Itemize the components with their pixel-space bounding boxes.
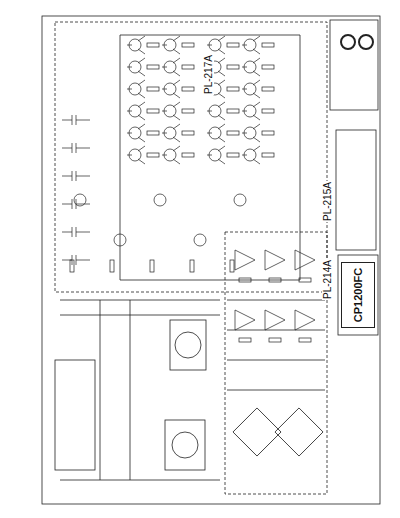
capacitor-symbol (62, 227, 90, 237)
bridge-rectifier (275, 408, 323, 456)
board-label: PL-215A (322, 181, 333, 222)
opamp-symbol (265, 310, 285, 330)
resistor-symbol (182, 65, 194, 69)
wire (242, 36, 260, 54)
capacitor-symbol (62, 171, 90, 181)
resistor-symbol (269, 278, 281, 282)
board-label: PL-214A (322, 259, 333, 300)
resistor-symbol (227, 131, 239, 135)
wire (227, 300, 325, 390)
transistor-symbol (114, 234, 126, 246)
wire (242, 102, 260, 120)
transistor-symbol (154, 194, 166, 206)
opamp-symbol (295, 250, 315, 270)
wire (127, 80, 145, 98)
resistor-symbol (299, 278, 311, 282)
wire (162, 146, 180, 164)
resistor-symbol (227, 65, 239, 69)
resistor-symbol (182, 131, 194, 135)
resistor-symbol (150, 260, 154, 272)
wire (162, 124, 180, 142)
wire (162, 80, 180, 98)
drawing-title: CP1200FC (352, 268, 364, 322)
opamp-symbol (265, 250, 285, 270)
capacitor-symbol (62, 115, 90, 125)
resistor-symbol (262, 153, 274, 157)
xlr-connector (165, 420, 205, 470)
resistor-symbol (182, 43, 194, 47)
board-label: PL-217A (203, 54, 214, 95)
resistor-symbol (262, 65, 274, 69)
capacitor-symbol (62, 255, 90, 265)
resistor-symbol (227, 153, 239, 157)
resistor-symbol (147, 153, 159, 157)
wire (127, 102, 145, 120)
xlr-connector (175, 332, 201, 358)
input-section (55, 360, 95, 470)
resistor-symbol (299, 338, 311, 342)
wire (162, 102, 180, 120)
opamp-symbol (235, 250, 255, 270)
resistor-symbol (147, 87, 159, 91)
resistor-symbol (182, 153, 194, 157)
wire (127, 146, 145, 164)
parts-table (336, 130, 376, 250)
wire (242, 146, 260, 164)
wire (127, 36, 145, 54)
resistor-symbol (110, 260, 114, 272)
wire (162, 36, 180, 54)
bridge-rectifier (233, 408, 281, 456)
opamp-symbol (295, 310, 315, 330)
resistor-symbol (147, 109, 159, 113)
capacitor-symbol (62, 143, 90, 153)
resistor-symbol (262, 109, 274, 113)
transistor-symbol (194, 234, 206, 246)
resistor-symbol (239, 278, 251, 282)
wire (207, 146, 225, 164)
resistor-symbol (182, 87, 194, 91)
xlr-connector (172, 432, 198, 458)
resistor-symbol (190, 260, 194, 272)
wire (242, 124, 260, 142)
resistor-symbol (269, 338, 281, 342)
resistor-symbol (227, 109, 239, 113)
resistor-symbol (262, 131, 274, 135)
xlr-connector (170, 320, 206, 370)
wire (207, 36, 225, 54)
wire (60, 300, 220, 480)
opamp-symbol (235, 310, 255, 330)
connector-box (330, 20, 378, 110)
wire (162, 58, 180, 76)
wire (207, 124, 225, 142)
capacitor-symbol (62, 199, 90, 209)
transistor-symbol (234, 194, 246, 206)
resistor-symbol (227, 43, 239, 47)
wire (127, 124, 145, 142)
wire (242, 80, 260, 98)
power-board-outline (55, 22, 327, 292)
wire (120, 35, 300, 280)
speaker-jack (359, 35, 373, 49)
resistor-symbol (239, 338, 251, 342)
resistor-symbol (262, 43, 274, 47)
resistor-symbol (147, 65, 159, 69)
input-board-outline (225, 232, 327, 494)
wire (127, 58, 145, 76)
wire (207, 102, 225, 120)
title-block: CP1200FC (341, 262, 375, 328)
resistor-symbol (230, 260, 234, 272)
sheet-frame (42, 16, 380, 504)
resistor-symbol (262, 87, 274, 91)
wire (242, 58, 260, 76)
resistor-symbol (147, 43, 159, 47)
resistor-symbol (227, 87, 239, 91)
resistor-symbol (182, 109, 194, 113)
resistor-symbol (147, 131, 159, 135)
speaker-jack (341, 35, 355, 49)
title-frame (338, 255, 378, 335)
